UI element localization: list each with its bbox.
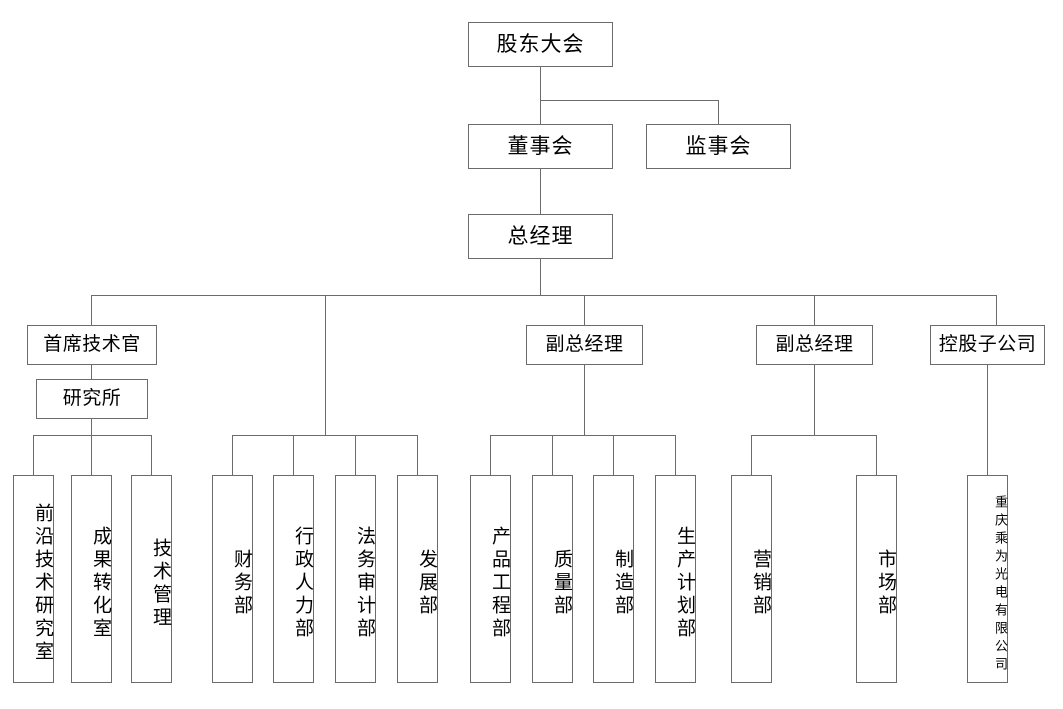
node-holding-subsidiary[interactable]: 控股子公司 [930,325,1045,365]
node-quality-dept[interactable]: 质量部 [532,475,573,683]
node-tech-management[interactable]: 技术管理 [131,475,172,683]
node-label: 生产计划部 [674,526,695,641]
connector-drop-development-dept [417,435,418,475]
node-development-dept[interactable]: 发展部 [397,475,438,683]
node-achievement-transfer-office[interactable]: 成果转化室 [71,475,112,683]
connector-holding-subsidiary-stem [987,365,988,475]
node-deputy-gm-1[interactable]: 副总经理 [526,325,643,365]
connector-drop-board-of-supervisors [718,100,719,124]
connector-cto-to-research-institute [91,365,92,379]
node-label: 法务审计部 [354,526,375,641]
connector-deputy-gm-1-stem [584,365,585,435]
node-label: 市场部 [875,549,896,618]
connector-drop-achievement-transfer-office [91,435,92,475]
connector-drop-cto [91,295,92,325]
connector-gm-main-bus [91,295,997,296]
node-production-planning-dept[interactable]: 生产计划部 [655,475,696,683]
connector-directors-to-gm [540,169,541,214]
node-label: 董事会 [507,134,574,158]
connector-drop-deputy-gm-1 [584,295,585,325]
connector-drop-board-of-directors [540,100,541,124]
node-label: 重庆乘为光电有限公司 [993,494,1008,675]
node-label: 监事会 [685,134,752,158]
connector-shared-services-bus [232,435,418,436]
node-sales-dept[interactable]: 营销部 [731,475,772,683]
connector-research-institute-stem [91,419,92,435]
node-board-of-directors[interactable]: 董事会 [468,124,613,169]
node-label: 总经理 [507,224,574,248]
node-label: 成果转化室 [90,526,111,641]
node-marketing-dept[interactable]: 市场部 [856,475,897,683]
connector-shareholders-stem [540,67,541,100]
node-label: 研究所 [62,388,122,410]
node-label: 股东大会 [496,32,585,56]
node-research-institute[interactable]: 研究所 [36,379,148,419]
node-label: 营销部 [750,549,771,618]
connector-drop-manufacturing-dept [613,435,614,475]
connector-drop-legal-audit-dept [355,435,356,475]
connector-drop-sales-dept [751,435,752,475]
connector-drop-admin-hr-dept [293,435,294,475]
connector-drop-marketing-dept [876,435,877,475]
node-label: 前沿技术研究室 [32,503,53,664]
node-finance-dept[interactable]: 财务部 [212,475,253,683]
node-label: 副总经理 [545,334,624,356]
connector-drop-quality-dept [552,435,553,475]
node-label: 财务部 [231,549,252,618]
connector-deputy-gm-2-stem [814,365,815,435]
node-cto[interactable]: 首席技术官 [27,325,157,365]
connector-drop-production-planning-dept [675,435,676,475]
connector-drop-shared-services [325,295,326,435]
node-label: 副总经理 [775,334,854,356]
connector-drop-frontier-tech-lab [33,435,34,475]
node-shareholders-meeting[interactable]: 股东大会 [468,22,613,67]
node-label: 技术管理 [150,537,171,630]
node-legal-audit-dept[interactable]: 法务审计部 [335,475,376,683]
node-manufacturing-dept[interactable]: 制造部 [593,475,634,683]
connector-commercial-group-bus [751,435,877,436]
node-label: 控股子公司 [938,334,1037,356]
connector-gm-stem [540,259,541,295]
node-label: 制造部 [612,549,633,618]
node-label: 质量部 [551,549,572,618]
connector-operations-group-bus [490,435,676,436]
node-product-engineering-dept[interactable]: 产品工程部 [470,475,511,683]
connector-drop-holding-subsidiary [996,295,997,325]
connector-drop-tech-management [151,435,152,475]
connector-board-bus [540,100,719,101]
node-deputy-gm-2[interactable]: 副总经理 [756,325,873,365]
node-label: 首席技术官 [43,334,141,356]
node-label: 产品工程部 [489,526,510,641]
node-frontier-tech-lab[interactable]: 前沿技术研究室 [13,475,54,683]
node-label: 发展部 [416,549,437,618]
connector-drop-finance-dept [232,435,233,475]
connector-research-group-bus [33,435,152,436]
connector-drop-deputy-gm-2 [814,295,815,325]
node-admin-hr-dept[interactable]: 行政人力部 [273,475,314,683]
node-label: 行政人力部 [292,526,313,641]
node-chongqing-chengwei-optoelectronics[interactable]: 重庆乘为光电有限公司 [967,475,1008,683]
node-board-of-supervisors[interactable]: 监事会 [646,124,791,169]
node-general-manager[interactable]: 总经理 [468,214,613,259]
connector-drop-product-engineering-dept [490,435,491,475]
